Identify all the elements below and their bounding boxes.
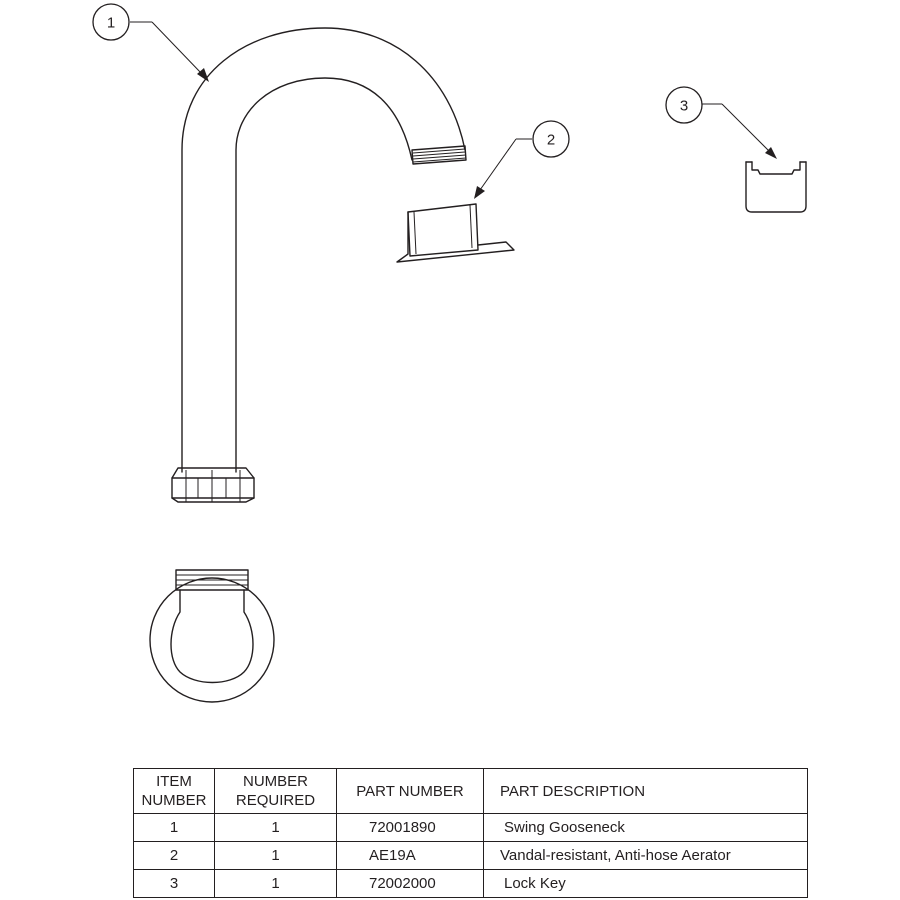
row-2-item: 2 xyxy=(133,841,215,870)
parts-list-table: ITEM NUMBER NUMBER REQUIRED PART NUMBER … xyxy=(133,768,808,898)
row-3-item: 3 xyxy=(133,869,215,898)
gooseneck-side-view xyxy=(171,27,467,503)
callout-1-label: 1 xyxy=(107,15,115,32)
row-1-description: Swing Gooseneck xyxy=(483,813,808,842)
row-1-qty: 1 xyxy=(214,813,337,842)
row-3-part-number: 72002000 xyxy=(336,869,484,898)
gooseneck-outlet-threads xyxy=(411,145,467,165)
exploded-parts-diagram: 1 2 3 xyxy=(92,3,807,703)
header-item-number-line1: ITEM xyxy=(156,773,192,790)
callout-3-label: 3 xyxy=(680,98,688,115)
callout-2-label: 2 xyxy=(547,132,555,149)
table-header-row: ITEM NUMBER NUMBER REQUIRED PART NUMBER … xyxy=(133,768,808,814)
aerator xyxy=(396,203,515,263)
table-row: 3 1 72002000 Lock Key xyxy=(133,869,808,898)
lock-key xyxy=(745,161,807,213)
row-3-qty: 1 xyxy=(214,869,337,898)
header-part-number: PART NUMBER xyxy=(336,768,484,814)
header-part-description: PART DESCRIPTION xyxy=(483,768,808,814)
header-number-required-line2: REQUIRED xyxy=(235,792,316,809)
header-number-required-line1: NUMBER xyxy=(242,773,308,790)
row-2-part-number: AE19A xyxy=(336,841,484,870)
table-row: 2 1 AE19A Vandal-resistant, Anti-hose Ae… xyxy=(133,841,808,870)
table-row: 1 1 72001890 Swing Gooseneck xyxy=(133,813,808,842)
header-number-required: NUMBER REQUIRED xyxy=(214,768,337,814)
row-3-description: Lock Key xyxy=(483,869,808,898)
header-item-number: ITEM NUMBER xyxy=(133,768,215,814)
gooseneck-top-view xyxy=(149,569,275,703)
row-2-description: Vandal-resistant, Anti-hose Aerator xyxy=(483,841,808,870)
header-item-number-line2: NUMBER xyxy=(141,792,207,809)
row-1-item: 1 xyxy=(133,813,215,842)
row-2-qty: 1 xyxy=(214,841,337,870)
hex-coupling-nut xyxy=(171,467,255,503)
callout-2: 2 xyxy=(474,120,570,199)
row-1-part-number: 72001890 xyxy=(336,813,484,842)
callout-1: 1 xyxy=(92,3,209,82)
callout-3: 3 xyxy=(665,86,777,159)
